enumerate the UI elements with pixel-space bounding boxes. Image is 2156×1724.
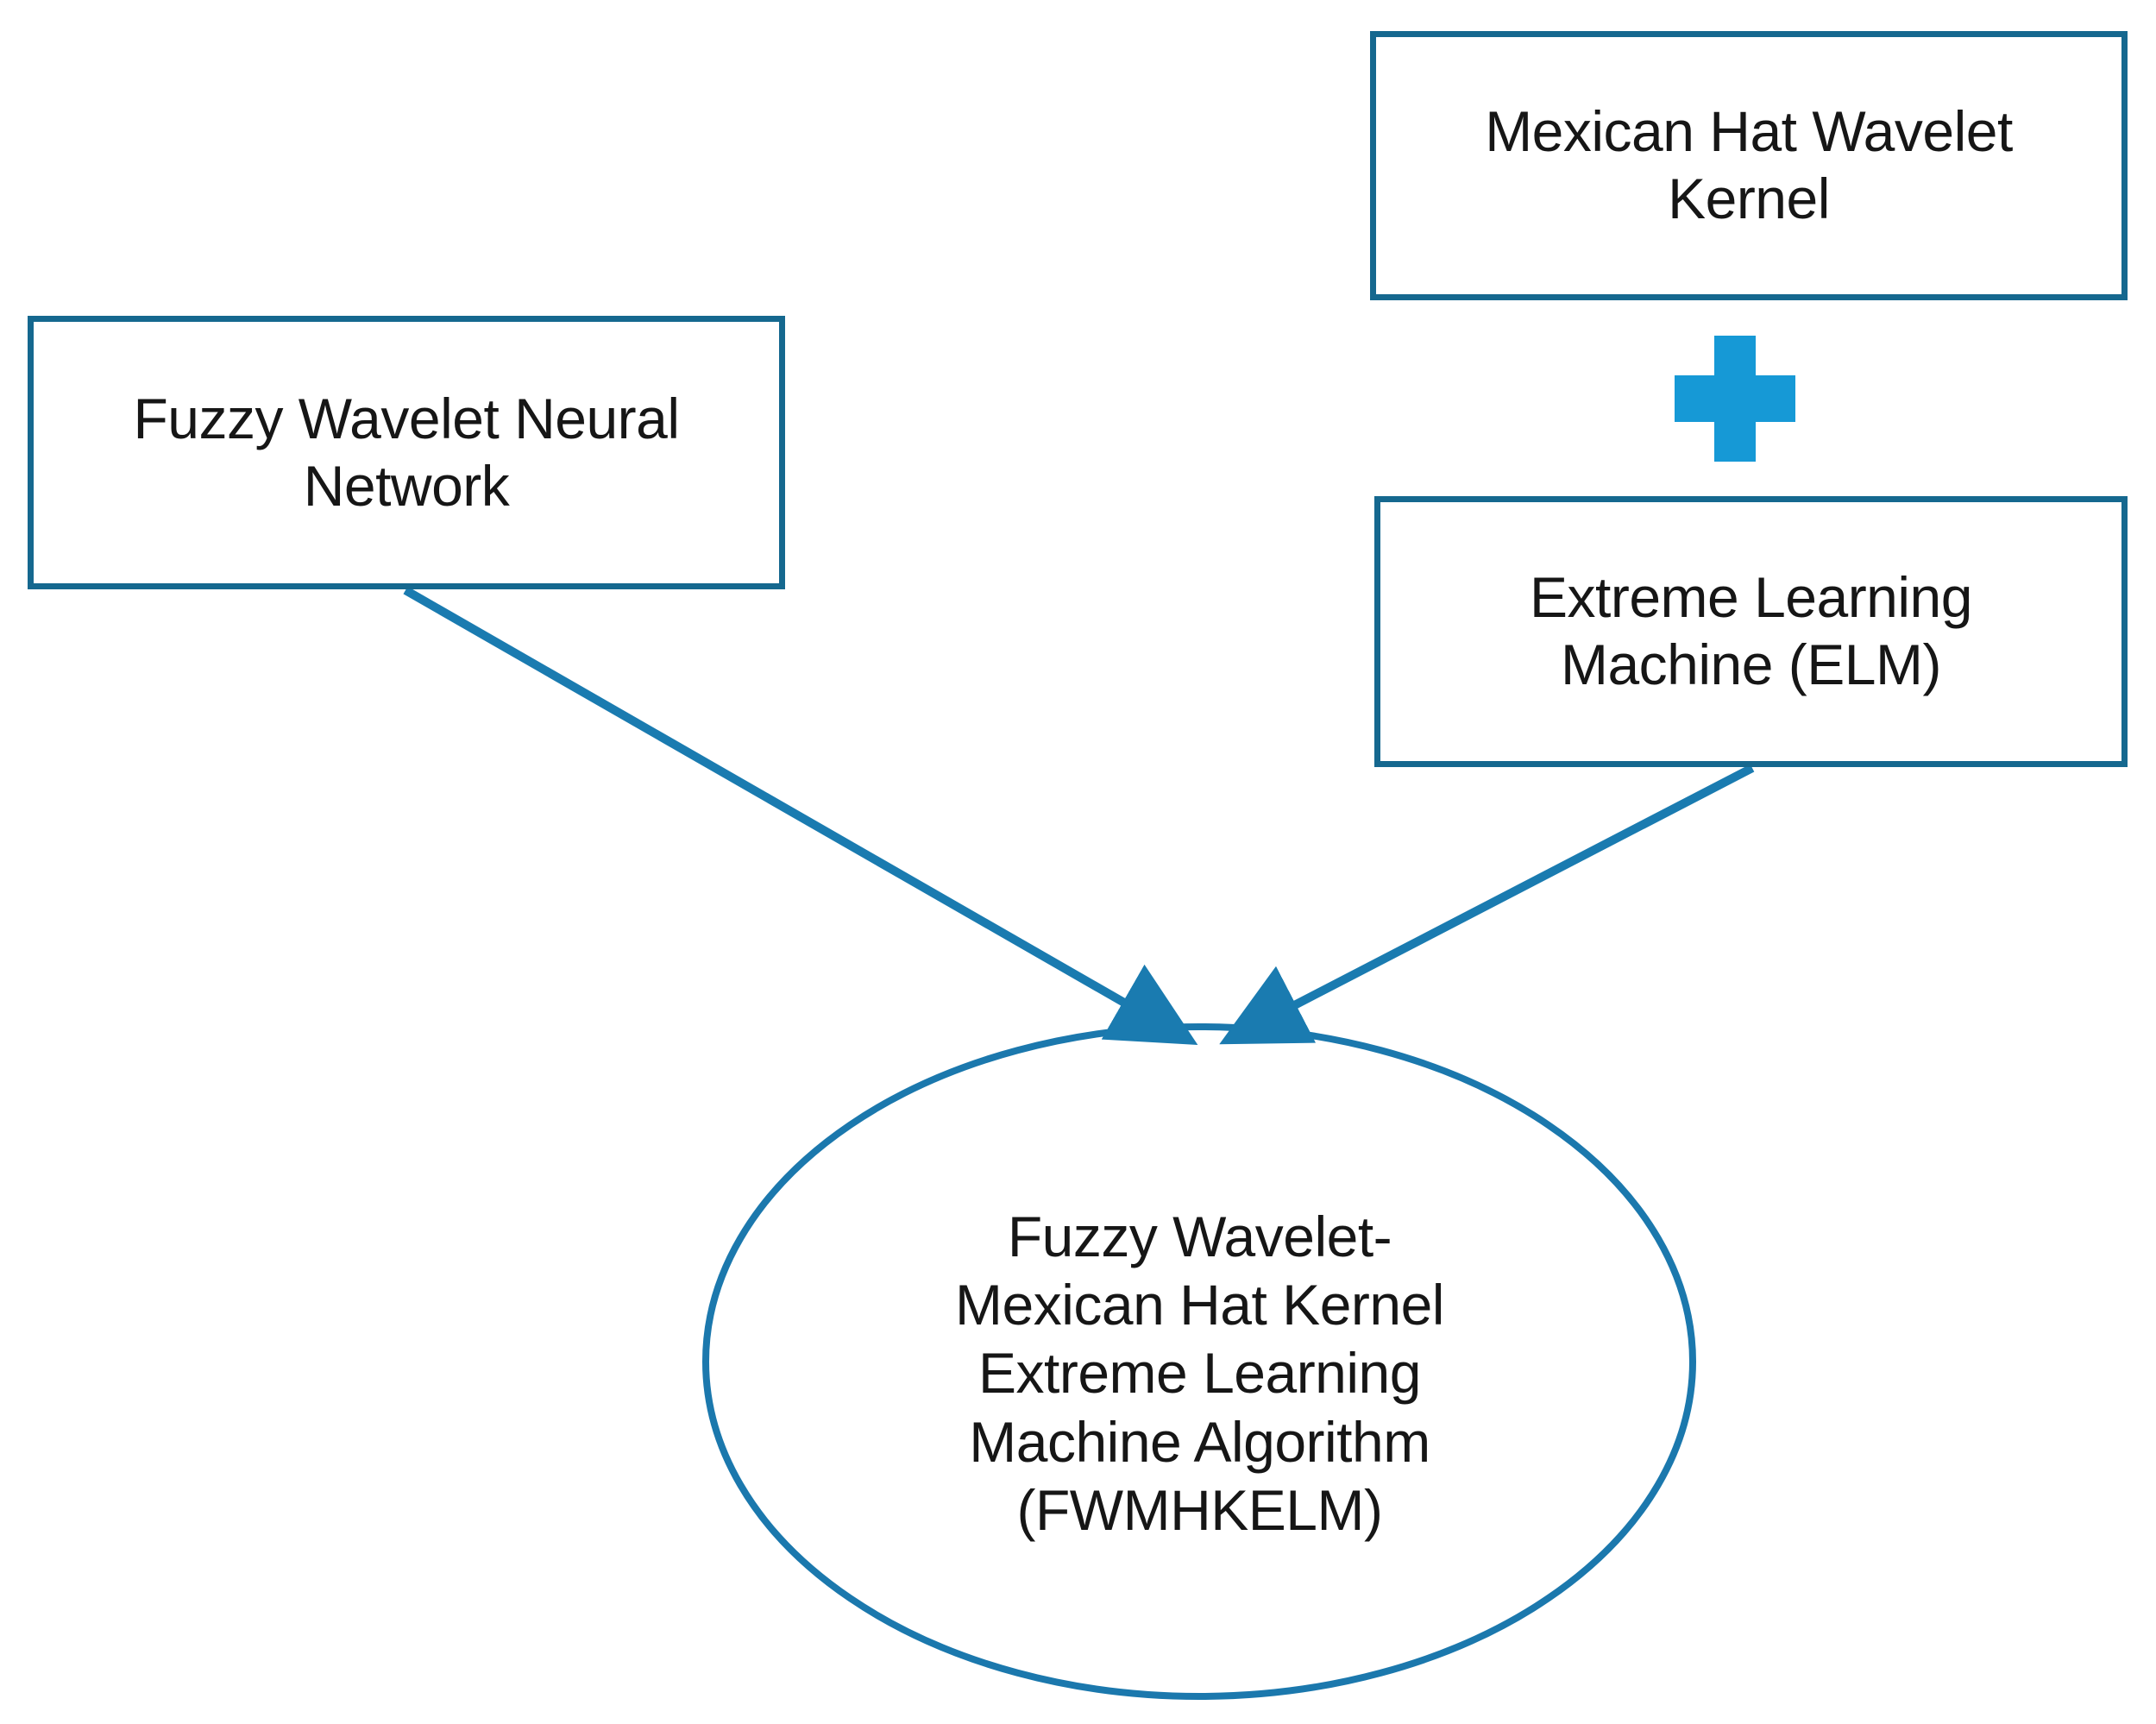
node-label-fwmhkelm: Fuzzy Wavelet- Mexican Hat Kernel Extrem… <box>955 1205 1444 1542</box>
node-label-elm: Extreme Learning Machine (ELM) <box>1530 565 1972 696</box>
node-fwmhkelm: Fuzzy Wavelet- Mexican Hat Kernel Extrem… <box>706 1027 1694 1696</box>
node-label-fwnn: Fuzzy Wavelet Neural Network <box>133 386 680 518</box>
node-label-mhwk: Mexican Hat Wavelet Kernel <box>1485 99 2013 230</box>
edge-fwnn-to-fwmhkelm <box>403 586 1198 1045</box>
fwmhkelm-ellipse <box>702 1023 1696 1700</box>
plus-icon <box>1675 336 1795 462</box>
node-extreme-learning-machine: Extreme Learning Machine (ELM) <box>1374 496 2128 767</box>
edge-elm-to-fwmhkelm <box>1219 764 1755 1045</box>
node-mexican-hat-wavelet-kernel: Mexican Hat Wavelet Kernel <box>1370 31 2128 300</box>
node-fuzzy-wavelet-neural-network: Fuzzy Wavelet Neural Network <box>28 316 785 589</box>
